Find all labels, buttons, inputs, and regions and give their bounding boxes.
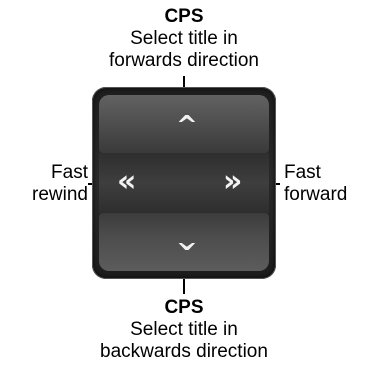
right-callout: Fast forward <box>284 162 368 206</box>
right-callout-line2: forward <box>284 184 348 205</box>
fast-rewind-icon[interactable]: « <box>117 164 137 199</box>
left-callout-line1: Fast <box>51 162 88 183</box>
bottom-callout-line2: backwards direction <box>100 341 268 362</box>
left-callout-line2: rewind <box>32 184 88 205</box>
bottom-callout-line1: Select title in <box>130 319 238 340</box>
chevron-down-icon: ^ <box>176 224 198 254</box>
right-callout-line1: Fast <box>284 162 321 183</box>
leader-line-top <box>183 76 185 94</box>
top-callout: CPS Select title in forwards direction <box>84 6 284 72</box>
fast-forward-icon[interactable]: » <box>223 164 243 199</box>
top-callout-line2: forwards direction <box>109 50 259 71</box>
top-callout-title: CPS <box>164 6 204 27</box>
top-callout-line1: Select title in <box>130 28 238 49</box>
down-button[interactable]: ^ <box>99 213 269 271</box>
bottom-callout: CPS Select title in backwards direction <box>74 297 294 363</box>
seek-rocker: « » <box>99 153 269 213</box>
up-button[interactable]: ^ <box>99 95 269 153</box>
control-pad: ^ « » ^ <box>92 87 276 279</box>
bottom-callout-title: CPS <box>164 297 204 318</box>
leader-line-bottom <box>183 275 185 294</box>
chevron-up-icon: ^ <box>176 111 198 141</box>
left-callout: Fast rewind <box>0 162 88 206</box>
